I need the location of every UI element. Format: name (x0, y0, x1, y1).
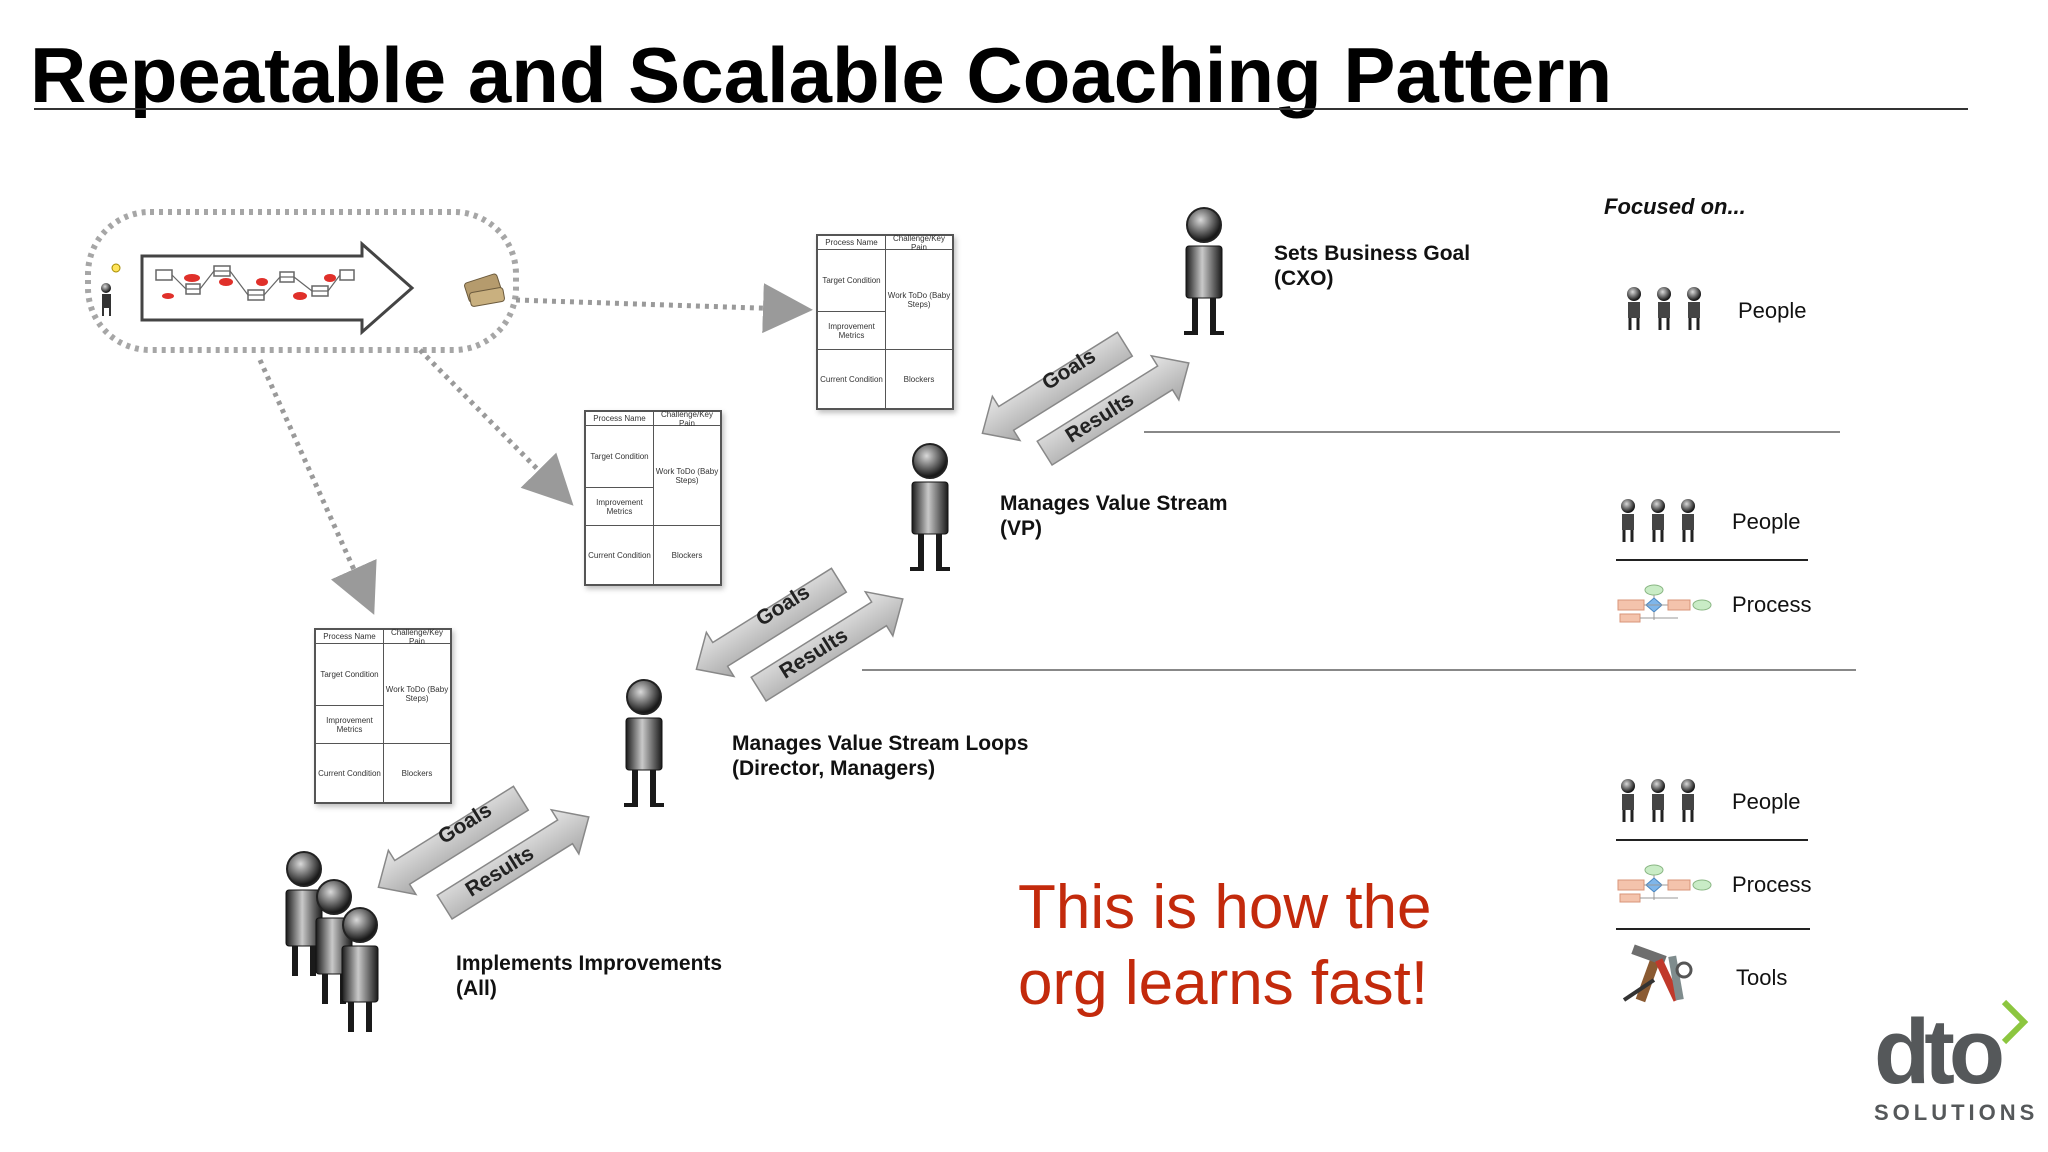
a3-challenge: Challenge/Key Pain (654, 410, 720, 428)
process-icon-bottom (1617, 864, 1712, 903)
a3-target-condition: Target Condition (316, 644, 384, 706)
results-arrow-top (1036, 354, 1190, 467)
people-icon-middle (1621, 499, 1695, 542)
results-arrow-bottom (436, 808, 590, 921)
callout-line-1: This is how the (1018, 873, 1432, 942)
focused-on-heading: Focused on... (1604, 194, 1746, 219)
a3-target-condition: Target Condition (586, 426, 654, 488)
a3-process-name: Process Name (316, 630, 384, 644)
money-icon (464, 273, 505, 307)
a3-improvement-metrics: Improvement Metrics (586, 488, 654, 526)
goals-arrow-bottom (377, 785, 530, 896)
role-title: Manages Value Stream Loops (732, 732, 1029, 755)
focus-middle-process: Process (1732, 592, 1812, 617)
role-subtitle: (CXO) (1274, 267, 1334, 290)
role-title: Implements Improvements (456, 952, 723, 975)
a3-improvement-metrics: Improvement Metrics (316, 706, 384, 744)
a3-target-condition: Target Condition (818, 250, 886, 312)
focus-middle-people: People (1732, 509, 1801, 534)
a3-process-name: Process Name (818, 236, 886, 250)
people-icon-bottom (1621, 779, 1695, 822)
focus-bottom-rule-2 (1616, 928, 1810, 930)
a3-template-bottom: Process Name Challenge/Key Pain Target C… (314, 628, 452, 804)
focus-middle-rule (1616, 559, 1808, 561)
a3-template-top: Process Name Challenge/Key Pain Target C… (816, 234, 954, 410)
role-subtitle: (VP) (1000, 517, 1042, 540)
focus-top-people: People (1738, 298, 1807, 323)
role-director: Manages Value Stream Loops (Director, Ma… (732, 731, 1028, 781)
focus-bottom-rule-1 (1616, 839, 1808, 841)
a3-blockers: Blockers (903, 374, 935, 384)
a3-work-todo: Work ToDo (Baby Steps) (654, 426, 720, 526)
value-stream-container (85, 209, 519, 353)
divider-top (1144, 431, 1840, 433)
a3-challenge: Challenge/Key Pain (384, 628, 450, 646)
page-title: Repeatable and Scalable Coaching Pattern (30, 31, 1613, 119)
dotted-arrow-top (515, 283, 813, 334)
goals-arrow-middle (695, 567, 848, 678)
role-title: Sets Business Goal (1274, 242, 1471, 265)
figure-vp (910, 443, 950, 571)
role-vp: Manages Value Stream (VP) (1000, 491, 1228, 541)
figure-director (624, 679, 664, 807)
a3-blockers: Blockers (401, 768, 433, 778)
callout-text: This is how the org learns fast! (1018, 870, 1432, 1022)
figure-group-all (285, 851, 379, 1032)
process-map-sketch (155, 265, 355, 301)
role-cxo: Sets Business Goal (CXO) (1274, 241, 1470, 291)
a3-work-todo: Work ToDo (Baby Steps) (384, 644, 450, 744)
title-underline (34, 108, 1968, 110)
callout-line-2: org learns fast! (1018, 949, 1429, 1018)
dotted-arrow-middle (418, 348, 574, 506)
role-all: Implements Improvements (All) (456, 951, 722, 1001)
a3-improvement-metrics: Improvement Metrics (818, 312, 886, 350)
logo-subtitle: SOLUTIONS (1874, 1100, 2039, 1125)
a3-current-condition: Current Condition (316, 744, 384, 802)
a3-blockers: Blockers (671, 550, 703, 560)
tools-icon (1622, 944, 1693, 1003)
role-subtitle: (Director, Managers) (732, 757, 936, 780)
a3-work-todo: Work ToDo (Baby Steps) (886, 250, 952, 350)
people-icon-top (1627, 287, 1701, 330)
a3-current-condition: Current Condition (586, 526, 654, 584)
a3-challenge: Challenge/Key Pain (886, 234, 952, 252)
divider-middle (862, 669, 1856, 671)
idea-person-icon (101, 263, 121, 316)
logo-accent (2001, 999, 2029, 1045)
focus-bottom-tools: Tools (1736, 965, 1788, 990)
a3-current-condition: Current Condition (818, 350, 886, 408)
role-title: Manages Value Stream (1000, 492, 1228, 515)
company-logo: dto SOLUTIONS (1874, 1006, 2038, 1126)
figure-cxo (1184, 207, 1224, 335)
a3-process-name: Process Name (586, 412, 654, 426)
role-subtitle: (All) (456, 977, 497, 1000)
focus-bottom-process: Process (1732, 872, 1812, 897)
goals-arrow-top (981, 331, 1134, 442)
dotted-arrow-bottom (257, 358, 377, 615)
value-stream-arrow (140, 240, 415, 336)
focus-bottom-people: People (1732, 789, 1801, 814)
results-arrow-middle (750, 590, 904, 703)
process-icon-middle (1617, 584, 1712, 623)
logo-wordmark: dto (1874, 1001, 2005, 1103)
a3-template-middle: Process Name Challenge/Key Pain Target C… (584, 410, 722, 586)
